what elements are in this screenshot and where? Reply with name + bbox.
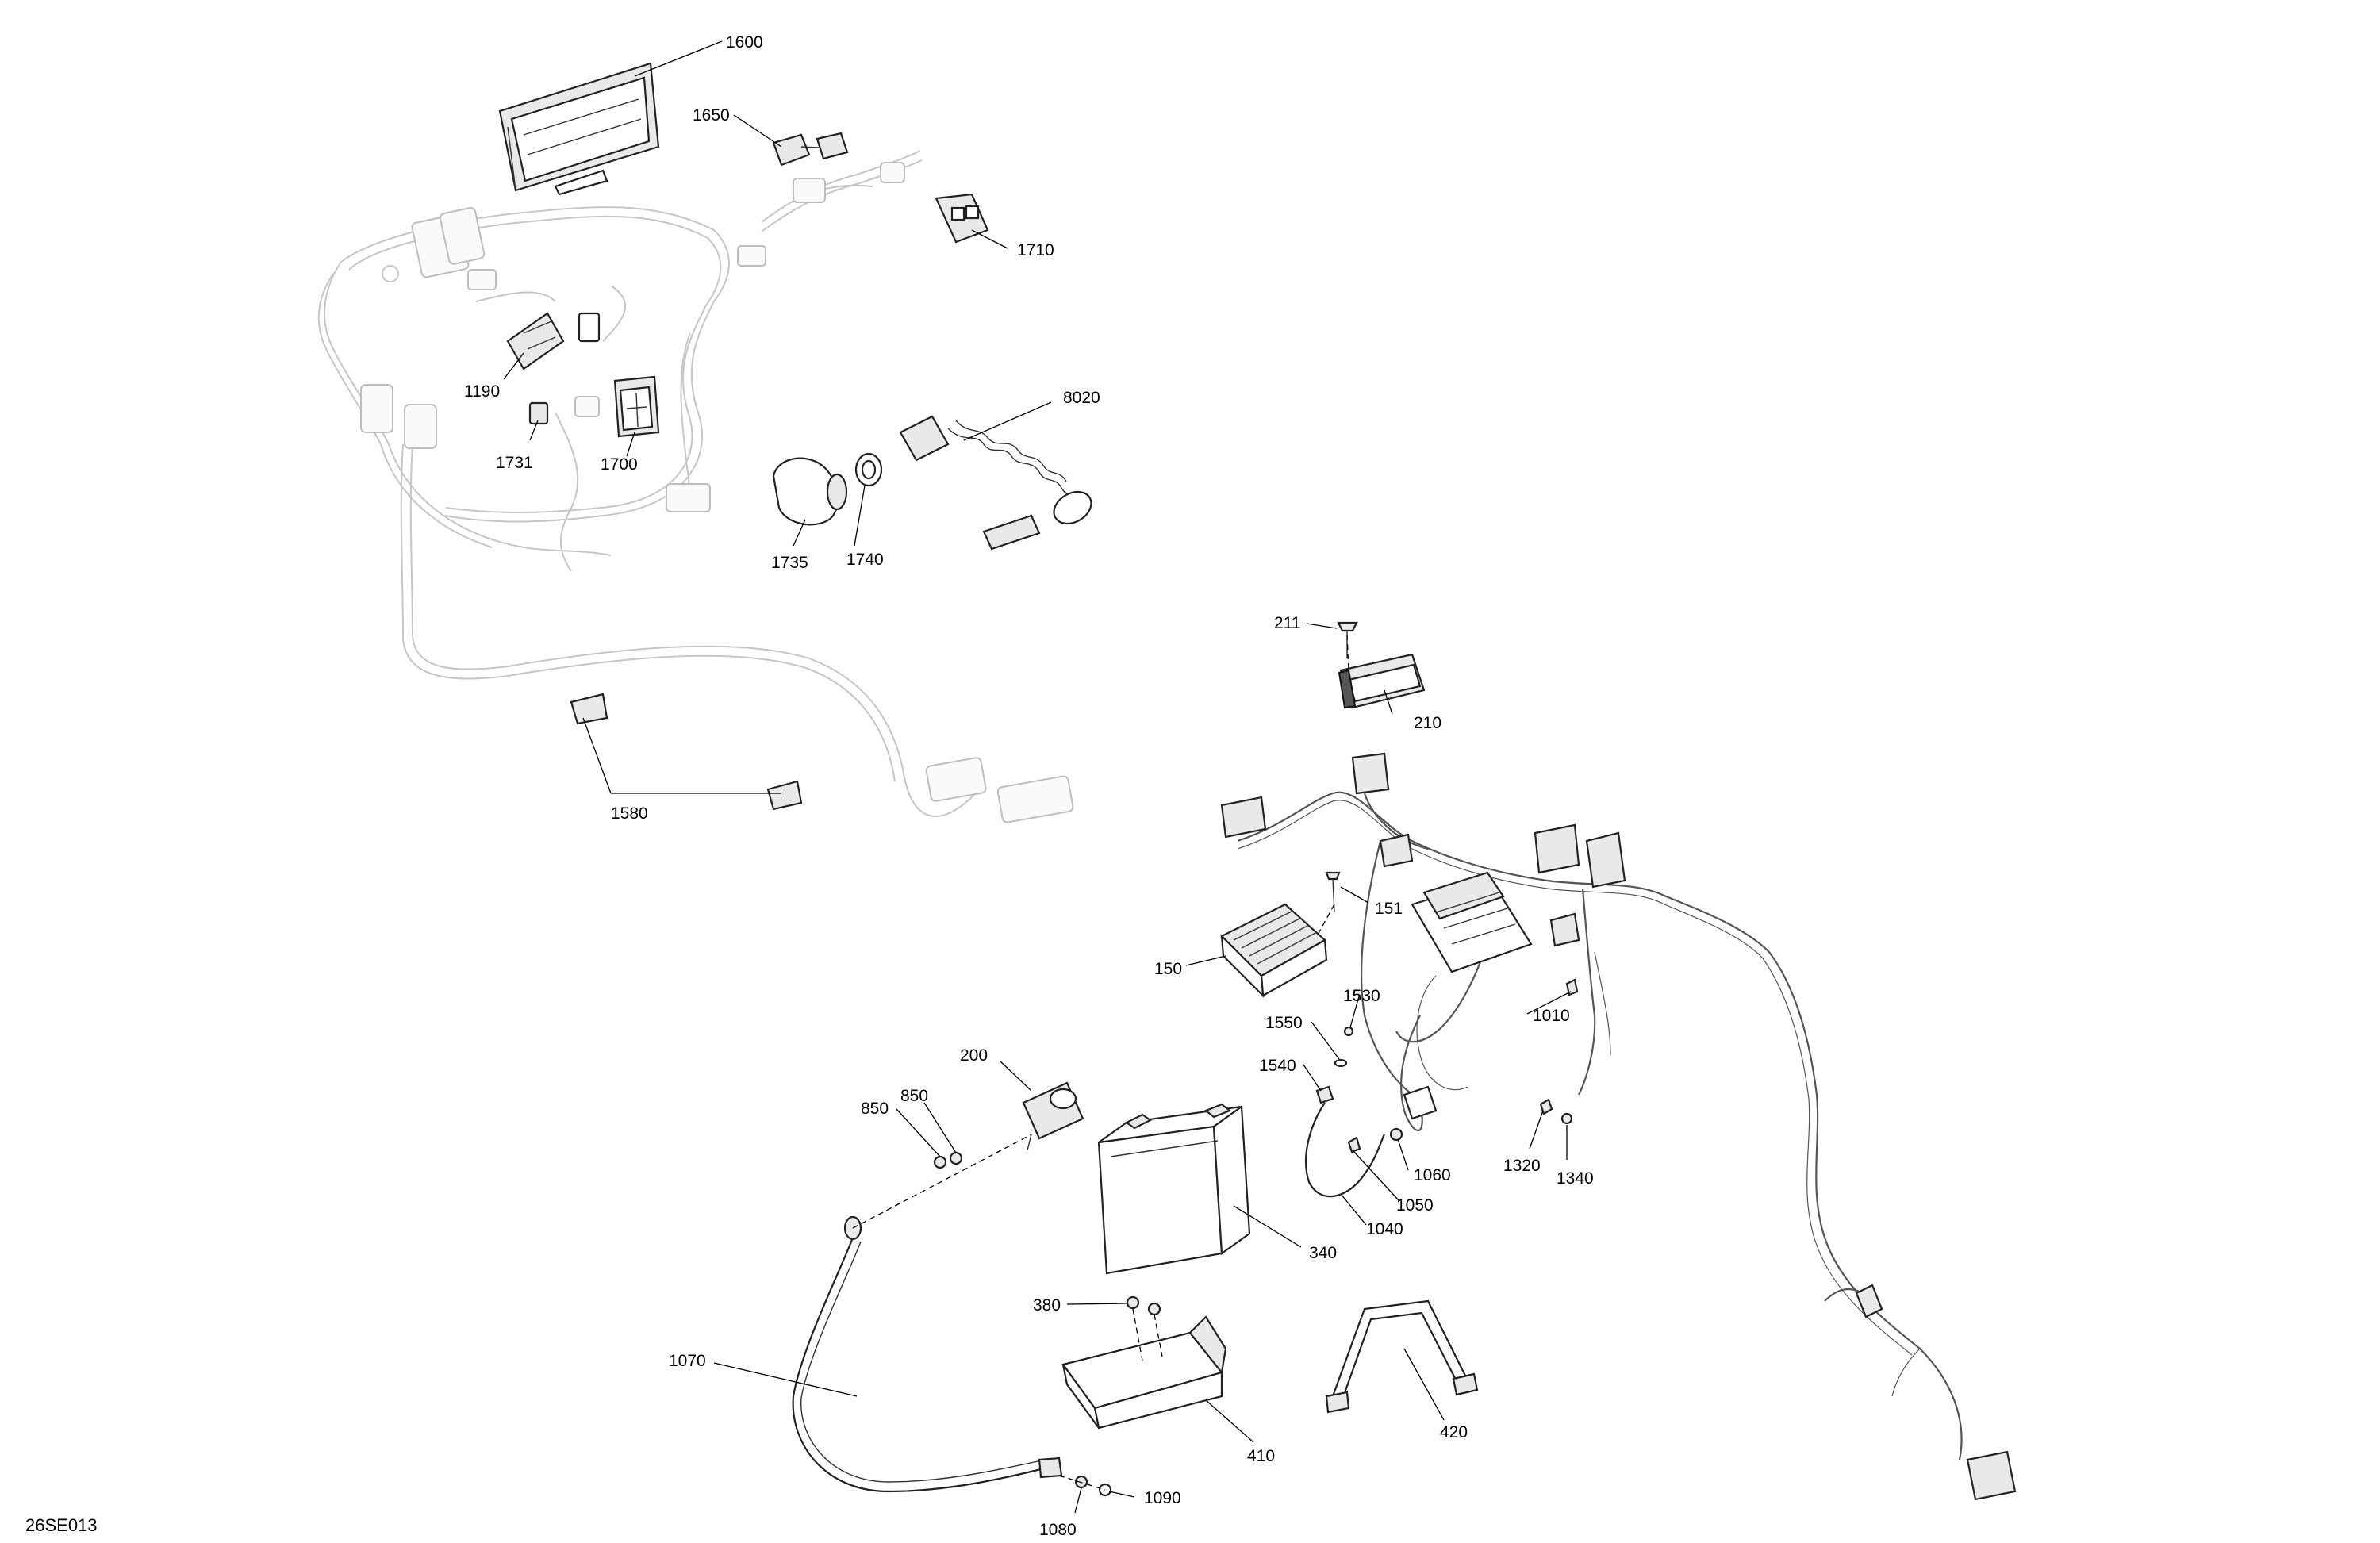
callout-1190: 1190	[464, 382, 500, 401]
nut-1740	[854, 452, 883, 487]
nut-1080	[1074, 1475, 1088, 1489]
screw-211	[1337, 621, 1358, 658]
callout-380: 380	[1033, 1296, 1061, 1315]
callout-200: 200	[960, 1046, 988, 1065]
callout-1050: 1050	[1396, 1196, 1434, 1215]
assembly-lines	[852, 634, 1349, 1491]
callout-340: 340	[1309, 1244, 1337, 1262]
clips-1580	[570, 693, 803, 811]
callout-151: 151	[1375, 900, 1403, 918]
callout-420: 420	[1440, 1423, 1468, 1441]
battery-340	[1097, 1103, 1251, 1275]
callout-1530: 1530	[1343, 987, 1380, 1005]
callout-1735: 1735	[771, 554, 808, 572]
screw-1530	[1343, 1026, 1354, 1037]
battery-tray-410	[1061, 1315, 1227, 1430]
callout-1650: 1650	[693, 106, 730, 125]
washer-1550	[1334, 1058, 1348, 1068]
instrument-cluster-1600	[498, 62, 660, 196]
callout-1340: 1340	[1557, 1169, 1594, 1188]
starter-relay-200	[1022, 1081, 1084, 1151]
callout-1010: 1010	[1533, 1007, 1570, 1025]
callout-211: 211	[1274, 614, 1300, 632]
callout-1600: 1600	[726, 33, 763, 52]
callout-210: 210	[1414, 714, 1441, 732]
callout-1070: 1070	[669, 1352, 706, 1370]
callout-1550: 1550	[1265, 1014, 1303, 1032]
callout-1740: 1740	[846, 551, 884, 569]
coiled-cable-8020	[899, 415, 1092, 551]
callout-1320: 1320	[1503, 1157, 1541, 1175]
connector-1190	[506, 312, 601, 370]
callout-1080: 1080	[1039, 1521, 1077, 1539]
screw-151	[1325, 871, 1341, 913]
callout-410: 410	[1247, 1447, 1275, 1465]
screws-380	[1126, 1295, 1161, 1316]
callout-1580: 1580	[611, 804, 648, 823]
leader-lines	[503, 40, 1572, 1514]
clip-1010	[1565, 978, 1579, 996]
callout-850-left: 850	[861, 1100, 889, 1118]
hold-down-strap-420	[1325, 1299, 1479, 1414]
callout-1700: 1700	[601, 455, 638, 474]
drawing-code: 26SE013	[25, 1515, 98, 1535]
main-wiring-harness	[1220, 752, 2017, 1501]
power-outlet-1735	[772, 457, 848, 526]
switch-1710	[935, 193, 989, 244]
switch-1700	[613, 375, 660, 438]
connector-1650	[772, 132, 849, 167]
callout-8020: 8020	[1063, 389, 1100, 407]
callout-1710: 1710	[1017, 241, 1054, 259]
callout-1090: 1090	[1144, 1489, 1181, 1507]
callout-850-right: 850	[900, 1087, 928, 1105]
callout-1040: 1040	[1366, 1220, 1403, 1238]
cable-1040	[1304, 1102, 1385, 1198]
callout-1731: 1731	[496, 454, 533, 472]
upper-wiring-harness	[317, 150, 1074, 823]
bolt-1050	[1347, 1136, 1361, 1153]
module-210	[1338, 653, 1426, 709]
fuse-1731	[528, 401, 549, 425]
callout-labels: 1600 1650 1710 1190 1731 1700 8020 1735 …	[464, 33, 1594, 1539]
callout-150: 150	[1154, 960, 1182, 978]
voltage-regulator-150	[1220, 903, 1328, 998]
nut-1340	[1560, 1112, 1573, 1125]
callout-1060: 1060	[1414, 1166, 1451, 1184]
nut-1060	[1389, 1127, 1403, 1142]
callout-1540: 1540	[1259, 1057, 1296, 1075]
battery-cable-1070	[792, 1215, 1063, 1493]
